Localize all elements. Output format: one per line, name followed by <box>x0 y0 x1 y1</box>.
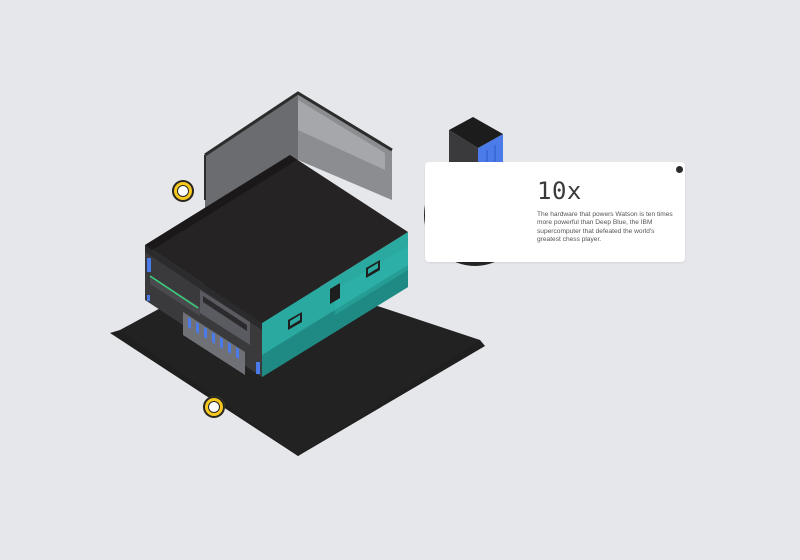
card-description: The hardware that powers Watson is ten t… <box>537 211 673 244</box>
server-rack-icon <box>145 155 408 377</box>
drive-bays <box>183 312 245 375</box>
hotspot-marker-icon[interactable] <box>203 396 225 418</box>
back-wall <box>204 91 393 210</box>
card-stat: 10x <box>537 177 582 205</box>
close-dot-icon[interactable] <box>676 166 683 173</box>
hotspot-marker-icon[interactable] <box>172 180 194 202</box>
info-card <box>425 162 685 262</box>
side-vent <box>288 260 380 330</box>
